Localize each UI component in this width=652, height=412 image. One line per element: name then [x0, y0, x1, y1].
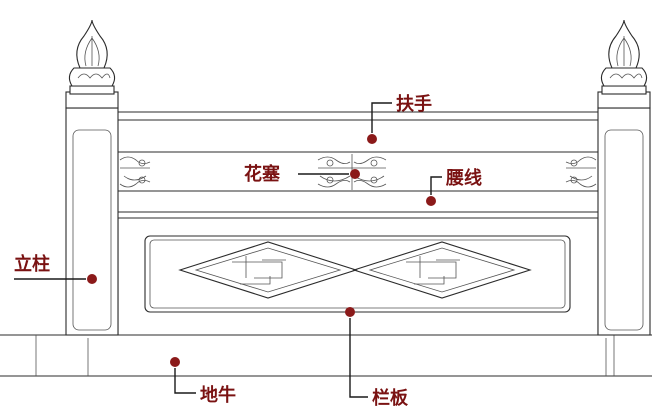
flower-block-label: 花塞 — [244, 163, 281, 185]
flower-block-right — [565, 156, 597, 188]
panel-label: 栏板 — [372, 387, 409, 409]
flower-block-left — [119, 156, 151, 188]
callout-panel: 栏板 — [345, 307, 409, 409]
flower-blocks — [119, 154, 597, 190]
callout-post: 立柱 — [14, 253, 97, 284]
callout-ground-beam: 地牛 — [170, 357, 236, 406]
ground-beam-marker — [170, 357, 180, 367]
callout-flower-block: 花塞 — [244, 163, 360, 185]
waist-line-label: 腰线 — [445, 167, 482, 189]
handrail-label: 扶手 — [396, 93, 432, 115]
waist-line-bar — [118, 190, 598, 219]
ground-beam — [0, 334, 652, 377]
waist-line-marker — [426, 196, 436, 206]
handrail-marker — [367, 134, 377, 144]
post-left — [65, 19, 119, 336]
post-marker — [87, 274, 97, 284]
post-right — [597, 19, 651, 336]
ground-beam-label: 地牛 — [200, 384, 236, 406]
panel — [117, 218, 599, 335]
panel-fret-ornament-right — [352, 241, 532, 299]
callout-waist-line: 腰线 — [426, 167, 482, 206]
handrail-bar — [118, 111, 598, 153]
post-label: 立柱 — [14, 253, 50, 275]
flower-block-marker — [350, 169, 360, 179]
panel-fret-ornament-left — [178, 241, 358, 299]
panel-marker — [345, 307, 355, 317]
callout-handrail: 扶手 — [367, 93, 432, 144]
